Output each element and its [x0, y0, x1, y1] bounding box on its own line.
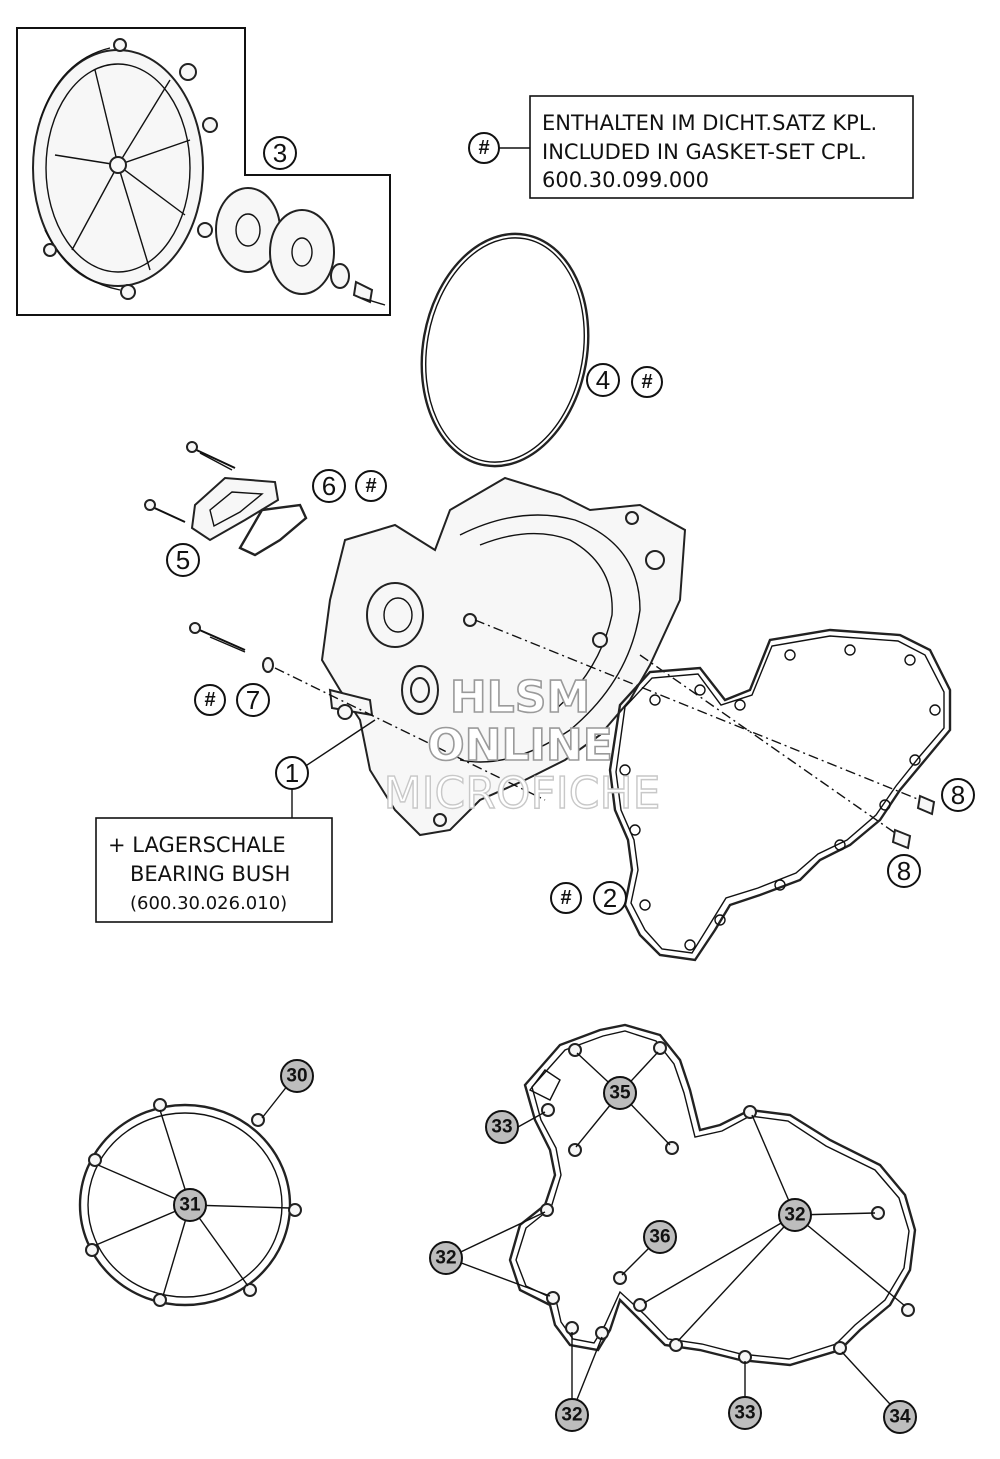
- hash-mark-2: #: [550, 882, 582, 914]
- svg-text:8: 8: [897, 856, 911, 886]
- legend-line-1: ENTHALTEN IM DICHT.SATZ KPL.: [542, 111, 877, 135]
- watermark: HLSM ONLINE MICROFICHE: [383, 671, 661, 820]
- svg-text:3: 3: [273, 138, 287, 168]
- svg-text:34: 34: [889, 1407, 911, 1428]
- svg-text:33: 33: [491, 1117, 512, 1138]
- callout-30: 30: [280, 1059, 314, 1093]
- callout-33-upper: 33: [485, 1110, 519, 1144]
- callout-32-right: 32: [778, 1198, 812, 1232]
- svg-text:4: 4: [596, 365, 610, 395]
- water-pump-cover-part-5: [144, 441, 280, 542]
- callout-7: 7: [236, 683, 270, 717]
- svg-text:36: 36: [649, 1227, 670, 1248]
- svg-text:35: 35: [609, 1083, 631, 1104]
- svg-text:#: #: [365, 475, 376, 497]
- callout-32-left: 32: [429, 1241, 463, 1275]
- callout-3: 3: [263, 136, 297, 170]
- callout-32-bottom: 32: [555, 1398, 589, 1432]
- svg-text:5: 5: [176, 545, 190, 575]
- callout-33-lower: 33: [728, 1396, 762, 1430]
- svg-text:#: #: [560, 887, 571, 909]
- svg-text:1: 1: [285, 758, 299, 788]
- gasket-set-legend: ENTHALTEN IM DICHT.SATZ KPL. INCLUDED IN…: [468, 95, 914, 199]
- svg-text:33: 33: [734, 1403, 755, 1424]
- callout-1: 1: [275, 756, 309, 790]
- callout-8-lower: 8: [887, 854, 921, 888]
- hash-mark-4: #: [631, 366, 663, 398]
- watermark-line-1: HLSM: [450, 672, 590, 723]
- o-ring-part-4: [420, 232, 590, 468]
- svg-text:2: 2: [603, 883, 617, 913]
- callout-6: 6: [312, 469, 346, 503]
- note-line-3: (600.30.026.010): [130, 893, 287, 914]
- callout-2: 2: [593, 881, 627, 915]
- svg-text:6: 6: [322, 471, 336, 501]
- svg-text:32: 32: [784, 1205, 805, 1226]
- hash-mark-7: #: [194, 684, 226, 716]
- legend-hash-symbol: #: [478, 137, 489, 159]
- svg-text:#: #: [204, 689, 215, 711]
- legend-line-3: 600.30.099.000: [542, 168, 709, 192]
- svg-text:8: 8: [951, 780, 965, 810]
- watermark-line-3: MICROFICHE: [384, 768, 661, 819]
- callout-34: 34: [883, 1400, 917, 1434]
- callout-35: 35: [603, 1076, 637, 1110]
- legend-line-2: INCLUDED IN GASKET-SET CPL.: [542, 140, 867, 164]
- hash-mark-6: #: [355, 470, 387, 502]
- svg-text:32: 32: [561, 1405, 582, 1426]
- svg-text:30: 30: [286, 1066, 307, 1087]
- pump-gasket-part-6: [238, 503, 308, 557]
- note-line-1: + LAGERSCHALE: [108, 833, 286, 857]
- svg-text:32: 32: [435, 1248, 456, 1269]
- cover-gasket-part-2: [608, 628, 952, 962]
- callout-31: 31: [173, 1188, 207, 1222]
- watermark-line-2: ONLINE: [427, 720, 613, 771]
- clutch-cover-inset: [16, 27, 391, 316]
- bolt-part-7: [189, 622, 274, 673]
- svg-text:#: #: [641, 371, 652, 393]
- crankcase-gasket-parts-32-36: [447, 1023, 917, 1416]
- svg-text:31: 31: [179, 1195, 201, 1216]
- callout-36: 36: [643, 1220, 677, 1254]
- svg-text:7: 7: [246, 685, 260, 715]
- dowel-pins-part-8: [891, 794, 936, 850]
- callout-8-upper: 8: [941, 778, 975, 812]
- bearing-bush-note: + LAGERSCHALE BEARING BUSH (600.30.026.0…: [95, 817, 333, 923]
- callout-5: 5: [166, 543, 200, 577]
- note-line-2: BEARING BUSH: [130, 862, 290, 886]
- ignition-cover-part-1: [320, 476, 687, 837]
- callout-4: 4: [586, 363, 620, 397]
